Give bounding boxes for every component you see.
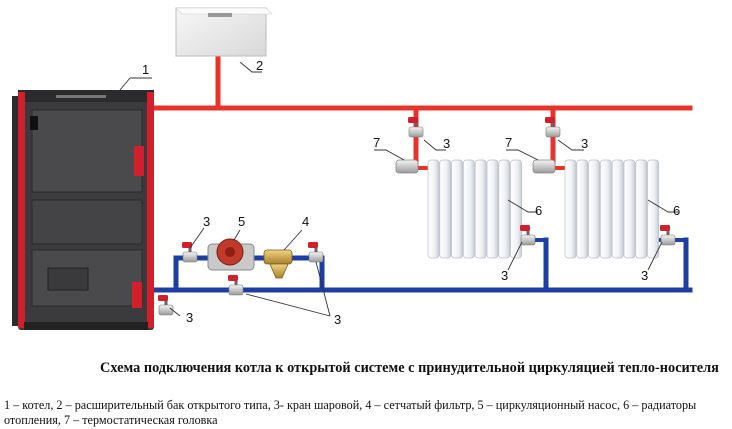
leader-lower-valves: [245, 261, 331, 317]
leader-pump: [233, 229, 241, 241]
ball-valve-icon: [545, 117, 561, 138]
leader-return-valve-1: [507, 241, 523, 271]
ball-valve-icon: [408, 117, 424, 138]
pump-icon: [207, 238, 255, 271]
radiator-fin: [510, 159, 522, 259]
ball-valve-icon: [228, 275, 244, 296]
radiator-fin: [427, 159, 440, 259]
expansion-tank-icon: [175, 7, 273, 57]
heating-scheme: 1 2 3 3 7 7 6 6 3 3 3 5 4 3 3: [12, 7, 693, 330]
callout-2: 2: [256, 58, 263, 73]
filter-icon: [263, 249, 293, 279]
leader-drain-valve: [169, 307, 181, 317]
ball-valve-icon: [520, 225, 536, 246]
leader-filter: [283, 229, 303, 251]
leader-pump-valve: [189, 227, 205, 249]
callout-3-rad1: 3: [443, 136, 450, 151]
radiator-fin: [486, 159, 499, 259]
radiator-2-icon: [564, 159, 659, 259]
radiator-fin: [439, 159, 452, 259]
radiator-fin: [588, 159, 600, 259]
ball-valve-icon: [158, 295, 174, 316]
radiator-fin: [600, 159, 612, 259]
radiator-fin: [611, 159, 624, 259]
callout-5: 5: [238, 214, 245, 229]
radiator-fin: [451, 159, 463, 259]
radiator-fin: [647, 159, 659, 259]
diagram-legend: 1 – котел, 2 – расширительный бак открыт…: [4, 398, 697, 427]
callout-1: 1: [142, 62, 149, 77]
radiator-fin: [623, 159, 636, 259]
callout-3-rad2: 3: [581, 136, 588, 151]
ball-valve-icon: [182, 242, 198, 263]
callout-3-return2: 3: [641, 268, 648, 283]
callout-3-return1: 3: [501, 268, 508, 283]
radiator-fin: [463, 159, 475, 259]
radiator-fin: [474, 159, 487, 259]
supply-pipes: [147, 55, 693, 171]
ball-valve-icon: [660, 225, 676, 246]
callout-3-drain: 3: [186, 310, 193, 325]
radiator-fin: [576, 159, 589, 259]
radiator-1-icon: [427, 159, 522, 259]
callout-3-lower: 3: [334, 312, 341, 327]
ball-valves: [158, 117, 676, 316]
callout-3-pump: 3: [203, 214, 210, 229]
leader-radiator-2: [647, 199, 678, 213]
callout-labels: 1 2 3 3 7 7 6 6 3 3 3 5 4 3 3: [142, 58, 680, 327]
leader-tank: [239, 61, 262, 73]
boiler-icon: [12, 90, 154, 330]
callout-4: 4: [302, 214, 309, 229]
ball-valve-icon: [308, 242, 324, 263]
leader-thermo-2: [506, 149, 539, 161]
radiator-fin: [498, 159, 511, 259]
radiator-fin: [635, 159, 648, 259]
thermo-head-icon: [395, 159, 556, 174]
leader-return-valve-2: [647, 241, 663, 271]
callout-7-rad1: 7: [373, 135, 380, 150]
radiator-fin: [564, 159, 577, 259]
callout-6-rad2: 6: [673, 203, 680, 218]
leader-valve-rad1: [423, 139, 446, 151]
callout-leaders: [119, 61, 678, 317]
leader-valve-rad2: [557, 139, 584, 151]
leader-radiator-1: [507, 199, 538, 213]
callout-7-rad2: 7: [505, 135, 512, 150]
leader-boiler: [119, 77, 152, 91]
diagram-title: Схема подключения котла к открытой систе…: [100, 360, 719, 376]
leader-thermo-1: [374, 149, 405, 161]
callout-6-rad1: 6: [535, 203, 542, 218]
